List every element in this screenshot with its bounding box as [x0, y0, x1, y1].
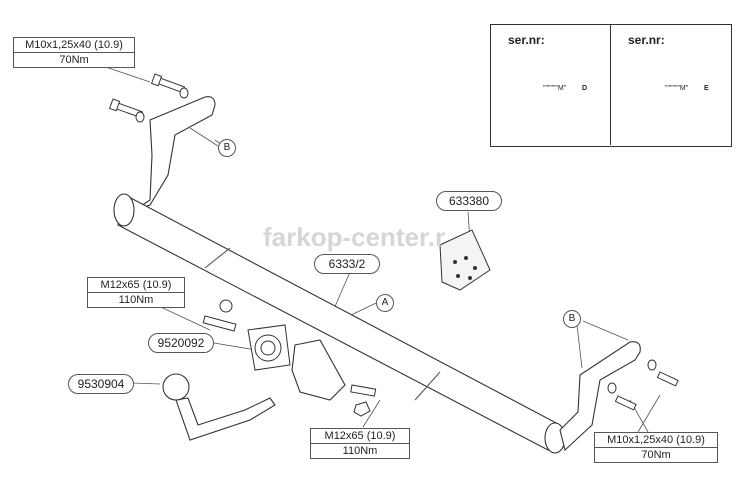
- serial-title-2: ser.nr:: [628, 33, 665, 47]
- part-crossbar-label: 6333/2: [314, 254, 380, 274]
- right-bolts: [607, 359, 679, 411]
- label-bolt-right: M10x1,25x40 (10.9) 70Nm: [594, 432, 718, 463]
- part-socket-plate-label: 9520092: [148, 333, 214, 353]
- bolt-mid-spec: M12x65 (10.9): [100, 279, 172, 291]
- socket-plate: [247, 324, 291, 371]
- bolt-right-divider: [595, 447, 717, 448]
- bolt-low-torque: 110Nm: [342, 445, 378, 457]
- serial-panel-frame: [490, 24, 732, 147]
- callout-a: A: [376, 294, 394, 312]
- serial-letter-2: E: [704, 85, 709, 92]
- serial-panel-divider: [610, 24, 611, 145]
- label-bolt-mid: M12x65 (10.9) 110Nm: [87, 277, 185, 308]
- bolt-top-spec: M10x1,25x40 (10.9): [25, 39, 123, 51]
- plate-holes: [453, 256, 477, 280]
- low-bolt: [350, 384, 377, 417]
- bolt-mid-divider: [88, 292, 184, 293]
- right-bracket: [559, 341, 641, 452]
- mount-bracket: [291, 339, 346, 401]
- top-bolts: [108, 73, 189, 123]
- bolt-right-torque: 70Nm: [641, 449, 671, 461]
- bolt-low-spec: M12x65 (10.9): [324, 430, 396, 442]
- bolt-top-divider: [14, 52, 134, 53]
- bolt-low-divider: [311, 443, 409, 444]
- callout-b-right: B: [563, 310, 581, 328]
- plate-633380: [439, 229, 491, 291]
- bolt-top-torque: 70Nm: [59, 54, 89, 66]
- mid-bolt: [202, 299, 237, 332]
- serial-code-1: """"""M": [543, 85, 567, 92]
- serial-code-2: """"""M": [665, 85, 689, 92]
- watermark-text: farkop-center.r: [263, 222, 446, 252]
- bolt-mid-torque: 110Nm: [118, 294, 154, 306]
- label-bolt-top: M10x1,25x40 (10.9) 70Nm: [13, 37, 135, 68]
- part-ball-label: 9530904: [68, 374, 134, 394]
- tow-ball: [162, 373, 276, 441]
- part-plate-label: 633380: [436, 191, 502, 211]
- label-bolt-low: M12x65 (10.9) 110Nm: [310, 428, 410, 459]
- left-bracket: [134, 96, 216, 211]
- crossbar: [113, 193, 566, 454]
- serial-title-1: ser.nr:: [508, 33, 545, 47]
- bolt-right-spec: M10x1,25x40 (10.9): [607, 434, 705, 446]
- serial-letter-1: D: [582, 85, 588, 92]
- callout-b-left: B: [218, 139, 236, 157]
